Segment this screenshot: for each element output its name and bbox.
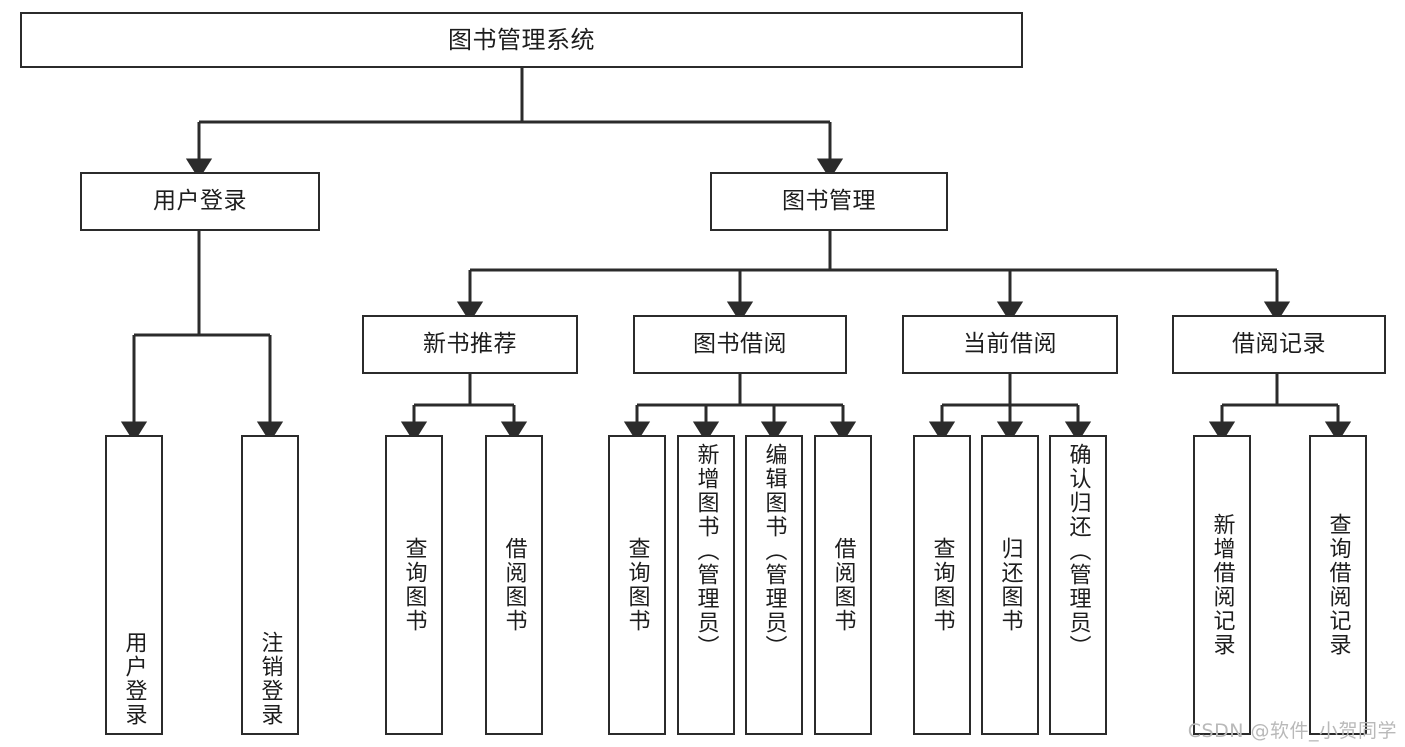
leaf-return-books[interactable]: 归还图书 <box>981 435 1039 735</box>
node-label: 查询图书 <box>624 537 650 633</box>
leaf-add-book-admin[interactable]: 新增图书（管理员） <box>677 435 735 735</box>
node-new-book-recommendation[interactable]: 新书推荐 <box>362 315 578 374</box>
node-label: 借阅记录 <box>1232 330 1326 357</box>
leaf-query-books-new-recommendation[interactable]: 查询图书 <box>385 435 443 735</box>
leaf-user-login[interactable]: 用户登录 <box>105 435 163 735</box>
leaf-query-borrowing-record[interactable]: 查询借阅记录 <box>1309 435 1367 735</box>
node-label: 归还图书 <box>997 537 1023 633</box>
node-borrowing-records[interactable]: 借阅记录 <box>1172 315 1386 374</box>
leaf-add-borrowing-record[interactable]: 新增借阅记录 <box>1193 435 1251 735</box>
node-book-management[interactable]: 图书管理 <box>710 172 948 231</box>
node-label: 借阅图书 <box>830 537 856 633</box>
node-current-borrowing[interactable]: 当前借阅 <box>902 315 1118 374</box>
node-root-book-management-system[interactable]: 图书管理系统 <box>20 12 1023 68</box>
leaf-borrow-books-borrowing[interactable]: 借阅图书 <box>814 435 872 735</box>
node-book-borrowing[interactable]: 图书借阅 <box>633 315 847 374</box>
node-label: 新增图书（管理员） <box>693 443 719 659</box>
node-label: 图书管理系统 <box>448 25 595 54</box>
leaf-edit-book-admin[interactable]: 编辑图书（管理员） <box>745 435 803 735</box>
node-label: 当前借阅 <box>963 330 1057 357</box>
node-label: 用户登录 <box>121 631 147 727</box>
node-label: 图书借阅 <box>693 330 787 357</box>
node-label: 图书管理 <box>782 187 876 214</box>
watermark-text: CSDN @软件_小贺同学 <box>1187 720 1397 742</box>
node-label: 注销登录 <box>257 631 283 727</box>
node-label: 用户登录 <box>153 187 247 214</box>
node-label: 查询借阅记录 <box>1325 513 1351 657</box>
leaf-query-books-borrowing[interactable]: 查询图书 <box>608 435 666 735</box>
node-label: 查询图书 <box>929 537 955 633</box>
node-label: 借阅图书 <box>501 537 527 633</box>
leaf-logout[interactable]: 注销登录 <box>241 435 299 735</box>
node-label: 新增借阅记录 <box>1209 513 1235 657</box>
leaf-query-books-current[interactable]: 查询图书 <box>913 435 971 735</box>
leaf-borrow-books-new-recommendation[interactable]: 借阅图书 <box>485 435 543 735</box>
node-label: 编辑图书（管理员） <box>761 443 787 659</box>
leaf-confirm-return-admin[interactable]: 确认归还（管理员） <box>1049 435 1107 735</box>
node-label: 查询图书 <box>401 537 427 633</box>
node-label: 新书推荐 <box>423 330 517 357</box>
node-user-login[interactable]: 用户登录 <box>80 172 320 231</box>
node-label: 确认归还（管理员） <box>1065 443 1091 659</box>
